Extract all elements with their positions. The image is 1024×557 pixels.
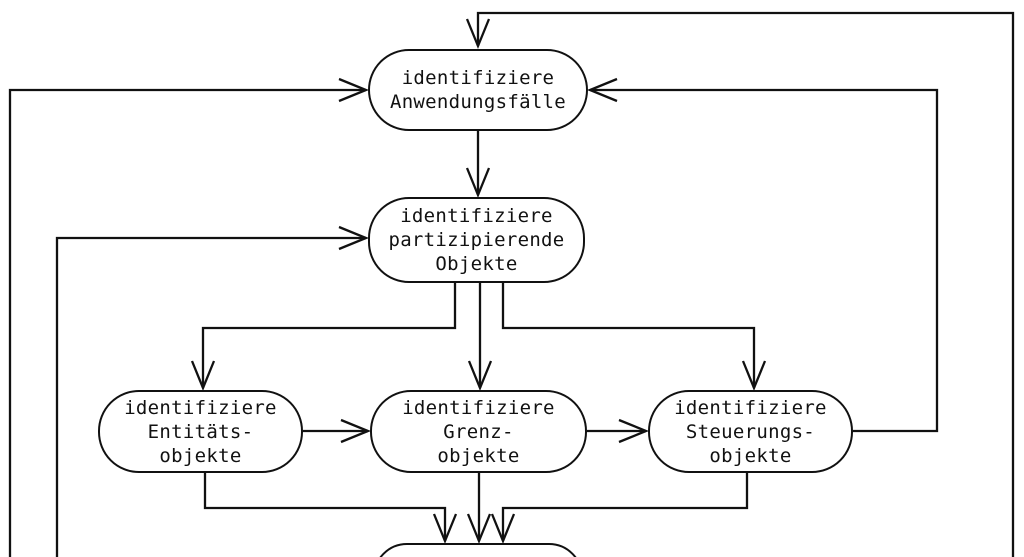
node-label-line: Grenz- bbox=[443, 420, 514, 443]
node-label-line: identifiziere bbox=[401, 67, 555, 89]
node-label-line: objekte bbox=[709, 444, 792, 467]
node-identifiziere-entitaets-objekte: identifiziere Entitäts- objekte bbox=[98, 390, 303, 473]
arrow-entity-to-bottom-node bbox=[203, 473, 458, 545]
node-label-line: objekte bbox=[159, 444, 242, 467]
node-label-line: objekte bbox=[437, 444, 520, 467]
node-identifiziere-partizipierende-objekte: identifiziere partizipierende Objekte bbox=[368, 197, 585, 283]
node-label-line: identifiziere bbox=[402, 396, 555, 419]
node-label-line: Anwendungsfälle bbox=[389, 91, 567, 113]
node-label-line: Objekte bbox=[435, 253, 518, 275]
arrow-participating-to-control bbox=[501, 283, 767, 392]
arrow-control-to-bottom-node bbox=[490, 473, 749, 545]
node-label-line: identifiziere bbox=[124, 396, 277, 419]
arrow-participating-to-entity bbox=[190, 283, 457, 392]
node-label-line: Steuerungs- bbox=[685, 420, 816, 443]
node-label-line: identifiziere bbox=[674, 396, 827, 419]
node-label-line: Entitäts- bbox=[147, 420, 254, 443]
node-identifiziere-anwendungsfaelle: identifiziere Anwendungsfälle bbox=[368, 49, 588, 131]
node-identifiziere-steuerungs-objekte: identifiziere Steuerungs- objekte bbox=[648, 390, 853, 473]
node-bottom-cut-off bbox=[373, 543, 583, 557]
node-label-line: partizipierende bbox=[388, 229, 565, 251]
arrow-control-to-use-cases bbox=[586, 77, 939, 433]
node-identifiziere-grenz-objekte: identifiziere Grenz- objekte bbox=[370, 390, 587, 473]
node-label-line: identifiziere bbox=[400, 205, 553, 227]
arrow-feedback-left-into-use-cases bbox=[8, 77, 370, 557]
